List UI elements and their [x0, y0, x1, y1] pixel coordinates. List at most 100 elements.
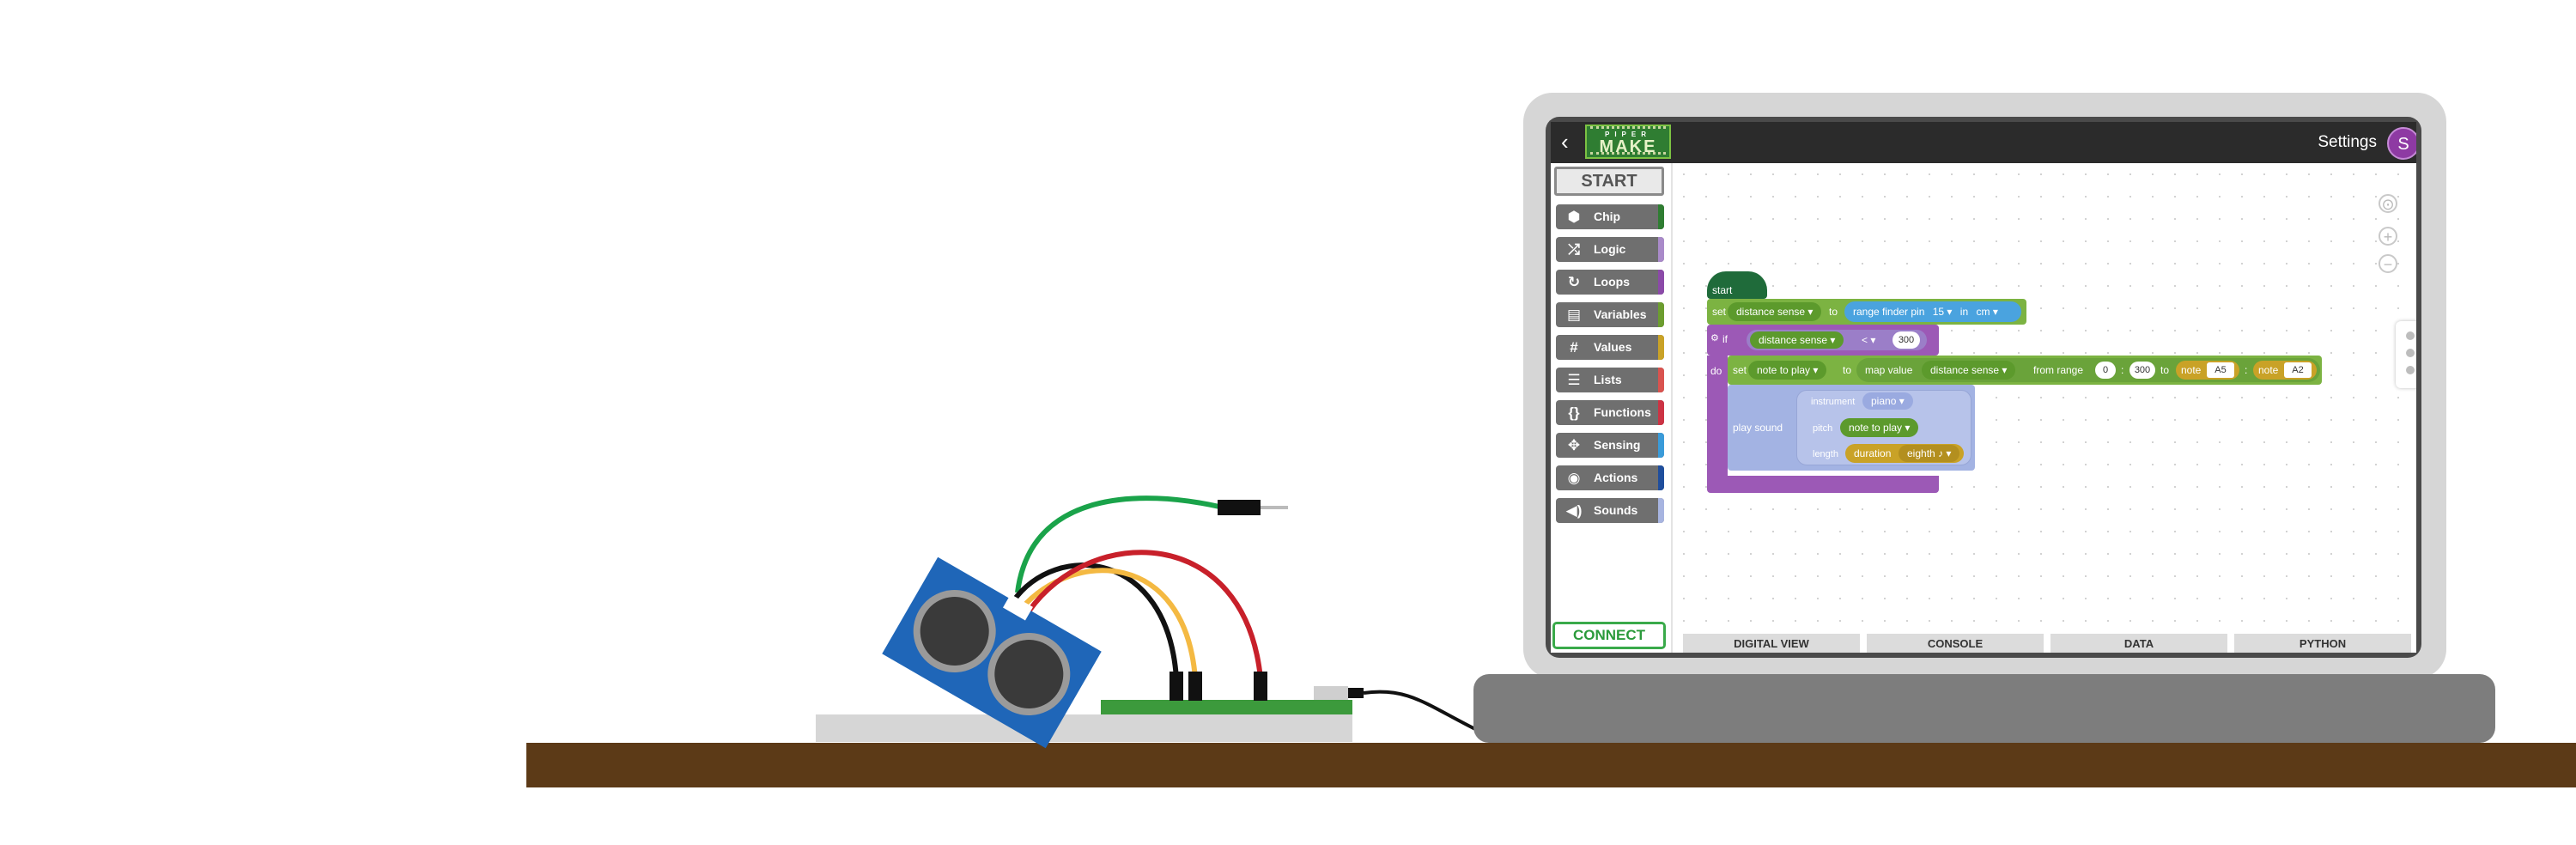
category-color-strip [1658, 465, 1664, 490]
category-label: Logic [1594, 242, 1626, 256]
note-a5-block[interactable]: note A5 [2176, 361, 2239, 380]
block-sidebar: START ⬢ Chip ⤮ Logic ↻ Loops ▤ Variables [1551, 163, 1673, 653]
sound-options-block: instrument piano ▾ pitch note to play ▾ … [1796, 390, 1971, 465]
loop-icon: ↻ [1567, 274, 1581, 290]
variable-dropdown[interactable]: distance sense ▾ [1728, 302, 1822, 321]
ultrasonic-sensor [882, 556, 1102, 749]
from-range-label: from range [2033, 364, 2084, 376]
tab-digital-view[interactable]: DIGITAL VIEW [1683, 634, 1860, 653]
note-a2-block[interactable]: note A2 [2253, 361, 2317, 380]
logo-text-top: PIPER [1604, 131, 1651, 138]
compare-value-field[interactable]: 300 [1893, 331, 1920, 349]
if-block[interactable]: ⚙ if distance sense ▾ < ▾ 300 [1707, 325, 1939, 356]
category-actions[interactable]: ◉ Actions [1556, 465, 1664, 490]
range-finder-block[interactable]: range finder pin 15 ▾ in cm ▾ [1844, 301, 2021, 322]
logic-icon: ⤮ [1568, 241, 1580, 258]
recenter-button[interactable]: ⊙ [2379, 194, 2397, 213]
logo-text-bottom: MAKE [1599, 137, 1657, 156]
avatar[interactable]: S [2387, 127, 2416, 160]
set-distance-block[interactable]: set distance sense ▾ to range finder pin… [1707, 299, 2026, 325]
category-loops[interactable]: ↻ Loops [1556, 270, 1664, 295]
variable-dropdown[interactable]: note to play ▾ [1748, 361, 1827, 380]
set-note-block[interactable]: set note to play ▾ to map value distance… [1728, 356, 2322, 385]
category-label: Chip [1594, 210, 1621, 223]
pin-value: 15 [1932, 306, 1945, 318]
if-block-footer [1707, 476, 1939, 493]
note-field[interactable]: A5 [2207, 362, 2234, 378]
category-values[interactable]: # Values [1556, 335, 1664, 360]
colon: : [2245, 364, 2248, 376]
category-label: Actions [1594, 471, 1638, 484]
chip-icon: ⬢ [1567, 209, 1581, 225]
category-sensing[interactable]: ✥ Sensing [1556, 433, 1664, 458]
set-keyword: set [1712, 306, 1727, 318]
zoom-in-button[interactable]: + [2379, 227, 2397, 246]
play-sound-block[interactable]: play sound instrument piano ▾ pitch note… [1728, 385, 1975, 471]
back-button[interactable]: ‹ [1561, 127, 1569, 156]
crosshair-icon: ⊙ [2381, 196, 2395, 213]
unit-dropdown[interactable]: cm ▾ [1976, 306, 1998, 318]
tab-console[interactable]: CONSOLE [1867, 634, 2044, 653]
play-sound-label: play sound [1733, 422, 1783, 434]
category-color-strip [1658, 204, 1664, 229]
compare-block[interactable]: distance sense ▾ < ▾ 300 [1747, 330, 1927, 350]
note-field[interactable]: A2 [2284, 362, 2312, 378]
colon: : [2121, 364, 2124, 376]
tab-data[interactable]: DATA [2050, 634, 2227, 653]
variable-name: distance sense [1759, 334, 1828, 346]
unit-value: cm [1976, 306, 1990, 318]
tab-python[interactable]: PYTHON [2234, 634, 2411, 653]
category-label: Variables [1594, 307, 1647, 321]
instrument-dropdown[interactable]: piano ▾ [1862, 392, 1913, 410]
start-block-label: start [1712, 284, 1733, 296]
instrument-value: piano [1871, 395, 1897, 407]
range-high-field[interactable]: 300 [2129, 362, 2155, 379]
settings-link[interactable]: Settings [2318, 133, 2377, 151]
source-variable-dropdown[interactable]: distance sense ▾ [1922, 361, 2016, 380]
list-icon: ☰ [1567, 372, 1581, 388]
table-surface [526, 743, 2576, 787]
pitch-label: pitch [1813, 423, 1833, 434]
piper-make-app: ‹ PIPER MAKE Settings S START ⬢ Chip ⤮ L… [1551, 122, 2416, 653]
block-workspace[interactable]: ⊙ + − start set distance sense ▾ to rang… [1673, 163, 2416, 630]
connect-button[interactable]: CONNECT [1552, 622, 1666, 649]
gear-icon: ⚙ [1710, 333, 1719, 343]
if-keyword: if [1722, 333, 1728, 345]
category-variables[interactable]: ▤ Variables [1556, 302, 1664, 327]
pin-dropdown[interactable]: 15 ▾ [1932, 306, 1953, 318]
category-logic[interactable]: ⤮ Logic [1556, 237, 1664, 262]
category-functions[interactable]: {} Functions [1556, 400, 1664, 425]
set-keyword: set [1733, 364, 1747, 376]
category-sounds[interactable]: ◀) Sounds [1556, 498, 1664, 523]
category-color-strip [1658, 237, 1664, 262]
target-icon: ◉ [1567, 470, 1581, 486]
variable-name: note to play [1849, 422, 1903, 434]
piper-make-logo[interactable]: PIPER MAKE [1585, 125, 1671, 159]
yellow-wire [1019, 568, 1198, 679]
duration-dropdown[interactable]: eighth ♪ ▾ [1899, 445, 1960, 462]
operator-dropdown[interactable]: < ▾ [1862, 334, 1876, 346]
duration-block[interactable]: duration eighth ♪ ▾ [1845, 444, 1964, 463]
pitch-variable-dropdown[interactable]: note to play ▾ [1840, 418, 1919, 437]
category-label: Functions [1594, 405, 1651, 419]
range-low-field[interactable]: 0 [2095, 362, 2116, 379]
green-wire [1015, 495, 1220, 593]
variable-dropdown[interactable]: distance sense ▾ [1750, 331, 1844, 349]
category-lists[interactable]: ☰ Lists [1556, 368, 1664, 392]
category-chip[interactable]: ⬢ Chip [1556, 204, 1664, 229]
category-color-strip [1658, 302, 1664, 327]
speaker-icon: ◀) [1565, 502, 1583, 519]
breadboard [1101, 700, 1352, 714]
duration-value: eighth ♪ [1907, 447, 1944, 459]
category-label: Values [1594, 340, 1632, 354]
hash-icon: # [1570, 339, 1578, 356]
map-value-block[interactable]: map value distance sense ▾ from range 0 … [1856, 358, 2320, 382]
start-button[interactable]: START [1554, 167, 1664, 196]
side-panel-handle[interactable] [2396, 321, 2416, 388]
plus-icon: + [2383, 228, 2393, 246]
category-color-strip [1658, 335, 1664, 360]
start-block[interactable]: start [1707, 271, 1767, 299]
zoom-out-button[interactable]: − [2379, 254, 2397, 273]
in-keyword: in [1959, 306, 1969, 318]
